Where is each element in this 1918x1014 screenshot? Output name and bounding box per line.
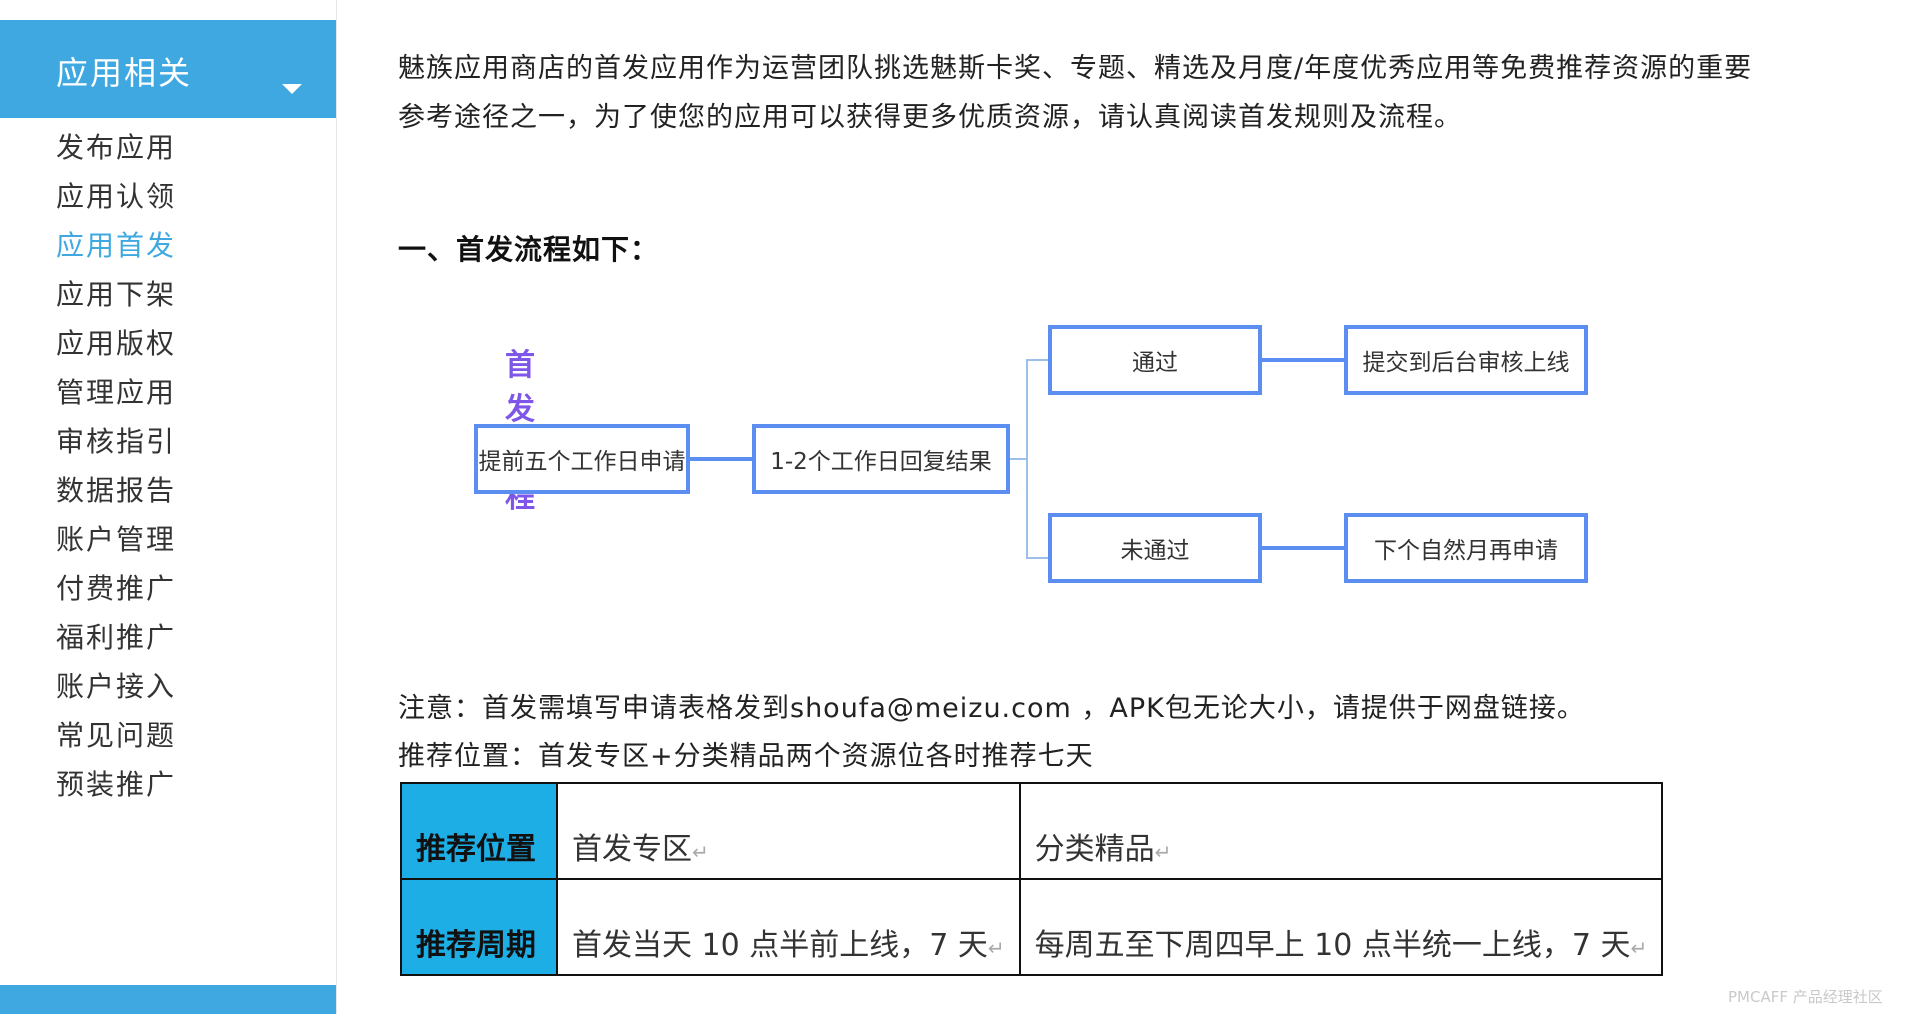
sidebar-item-data-report[interactable]: 数据报告 — [56, 474, 177, 507]
table-cell: 首发专区↵ — [556, 782, 1021, 880]
flow-branch-bottom — [1026, 557, 1048, 559]
sidebar-item-publish-app[interactable]: 发布应用 — [56, 131, 177, 164]
sidebar-next-section-header[interactable] — [0, 985, 336, 1014]
sidebar-item-preinstall-promotion[interactable]: 预装推广 — [56, 768, 177, 801]
recommendation-table: 推荐位置 首发专区↵ 分类精品↵ 推荐周期 首发当天 10 点半前上线，7 天↵… — [400, 782, 1664, 976]
flow-step-pass: 通过 — [1048, 325, 1262, 395]
sidebar-item-manage-apps[interactable]: 管理应用 — [56, 376, 177, 409]
note-text: 注意：首发需填写申请表格发到shoufa@meizu.com ，APK包无论大小… — [398, 693, 1585, 724]
return-mark-icon: ↵ — [692, 840, 709, 864]
sidebar-item-account-management[interactable]: 账户管理 — [56, 523, 177, 556]
position-text: 推荐位置：首发专区+分类精品两个资源位各时推荐七天 — [398, 741, 1094, 772]
table-cell: 首发当天 10 点半前上线，7 天↵ — [556, 878, 1021, 976]
intro-line-1: 魅族应用商店的首发应用作为运营团队挑选魅斯卡奖、专题、精选及月度/年度优秀应用等… — [398, 53, 1753, 84]
sidebar-item-welfare-promotion[interactable]: 福利推广 — [56, 621, 177, 654]
sidebar-item-app-copyright[interactable]: 应用版权 — [56, 327, 177, 360]
flow-branch-top — [1026, 359, 1048, 361]
flow-step-reply: 1-2个工作日回复结果 — [752, 424, 1010, 494]
sidebar-item-first-launch[interactable]: 应用首发 — [56, 229, 177, 262]
table-head-label: 推荐位置 — [416, 832, 536, 867]
sidebar: 应用相关 发布应用 应用认领 应用首发 应用下架 应用版权 管理应用 审核指引 … — [0, 0, 337, 1014]
sidebar-section-title: 应用相关 — [56, 54, 193, 92]
table-row: 推荐位置 首发专区↵ 分类精品↵ — [400, 782, 1664, 880]
flow-step-fail: 未通过 — [1048, 513, 1262, 583]
chevron-down-icon[interactable] — [282, 84, 302, 94]
table-head-cell: 推荐周期 — [400, 878, 558, 976]
return-mark-icon: ↵ — [1630, 936, 1648, 960]
return-mark-icon: ↵ — [987, 936, 1005, 960]
table-row: 推荐周期 首发当天 10 点半前上线，7 天↵ 每周五至下周四早上 10 点半统… — [400, 878, 1664, 976]
flow-branch-line — [1026, 359, 1028, 559]
sidebar-section-header[interactable]: 应用相关 — [0, 20, 336, 118]
table-head-label: 推荐周期 — [416, 928, 536, 963]
table-cell-text: 每周五至下周四早上 10 点半统一上线，7 天 — [1034, 928, 1631, 963]
return-mark-icon: ↵ — [1154, 840, 1172, 864]
flow-connector — [1262, 358, 1344, 362]
flow-step-apply: 提前五个工作日申请 — [474, 424, 690, 494]
table-head-cell: 推荐位置 — [400, 782, 558, 880]
table-cell: 每周五至下周四早上 10 点半统一上线，7 天↵ — [1018, 878, 1664, 976]
table-cell: 分类精品↵ — [1018, 782, 1664, 880]
flow-connector — [690, 457, 752, 461]
intro-line-2: 参考途径之一，为了使您的应用可以获得更多优质资源，请认真阅读首发规则及流程。 — [398, 102, 1462, 133]
flow-step-submit-review: 提交到后台审核上线 — [1344, 325, 1588, 395]
sidebar-item-unpublish-app[interactable]: 应用下架 — [56, 278, 177, 311]
sidebar-item-claim-app[interactable]: 应用认领 — [56, 180, 177, 213]
sidebar-item-faq[interactable]: 常见问题 — [56, 719, 177, 752]
intro-paragraph: 魅族应用商店的首发应用作为运营团队挑选魅斯卡奖、专题、精选及月度/年度优秀应用等… — [398, 44, 1878, 142]
sidebar-item-account-access[interactable]: 账户接入 — [56, 670, 177, 703]
flow-branch-stem — [1010, 458, 1026, 460]
watermark: PMCAFF 产品经理社区 — [1728, 988, 1883, 1006]
sidebar-item-review-guide[interactable]: 审核指引 — [56, 425, 177, 458]
flow-connector — [1262, 546, 1344, 550]
section-title: 一、首发流程如下： — [398, 233, 660, 266]
flow-step-reapply: 下个自然月再申请 — [1344, 513, 1588, 583]
table-cell-text: 首发当天 10 点半前上线，7 天 — [572, 928, 988, 963]
table-cell-text: 分类精品 — [1034, 832, 1155, 867]
table-cell-text: 首发专区 — [572, 832, 692, 867]
sidebar-item-paid-promotion[interactable]: 付费推广 — [56, 572, 177, 605]
